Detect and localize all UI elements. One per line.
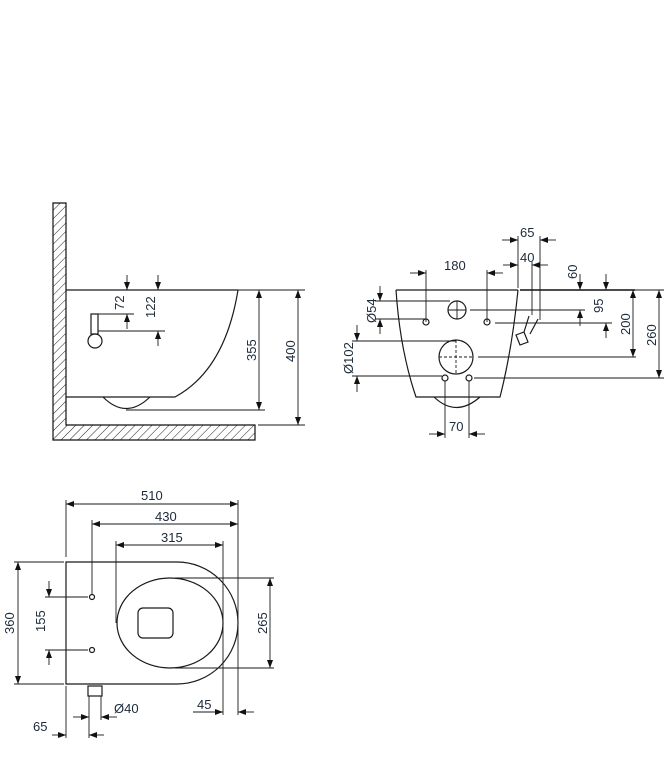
dim-45: 45 xyxy=(197,697,211,712)
wall-hatch xyxy=(52,202,256,441)
top-view: 510 430 315 360 155 265 45 Ø40 xyxy=(2,488,274,738)
dim-72: 72 xyxy=(112,296,127,310)
dim-430: 430 xyxy=(155,509,177,524)
dim-diameter-54: Ø54 xyxy=(364,298,379,323)
inlet-valve xyxy=(515,315,539,346)
dim-diameter-40: Ø40 xyxy=(114,701,139,716)
dim-315: 315 xyxy=(161,530,183,545)
dim-65-front: 65 xyxy=(520,225,534,240)
bowl-outline xyxy=(66,289,239,398)
seat-outline xyxy=(116,577,224,669)
bowl-front-outline xyxy=(395,289,519,398)
dim-400: 400 xyxy=(283,340,298,362)
dim-265: 265 xyxy=(255,612,270,634)
bowl-opening xyxy=(137,607,174,639)
inlet-connector xyxy=(87,685,103,697)
dim-60: 60 xyxy=(565,265,580,279)
dim-260: 260 xyxy=(644,324,659,346)
dim-40-front: 40 xyxy=(520,250,534,265)
dim-diameter-102: Ø102 xyxy=(341,342,356,374)
dim-70: 70 xyxy=(449,419,463,434)
dim-65-top: 65 xyxy=(33,719,47,734)
dim-200: 200 xyxy=(618,313,633,335)
dim-180: 180 xyxy=(444,258,466,273)
dim-355: 355 xyxy=(244,339,259,361)
drain-pipe xyxy=(90,313,99,335)
dim-155: 155 xyxy=(33,610,48,632)
dim-360: 360 xyxy=(2,612,17,634)
dim-95: 95 xyxy=(591,299,606,313)
dim-122: 122 xyxy=(143,296,158,318)
side-view: 72 122 355 400 xyxy=(52,202,305,441)
front-view: 180 65 40 60 95 200 260 Ø54 xyxy=(341,225,664,438)
dim-510: 510 xyxy=(141,488,163,503)
